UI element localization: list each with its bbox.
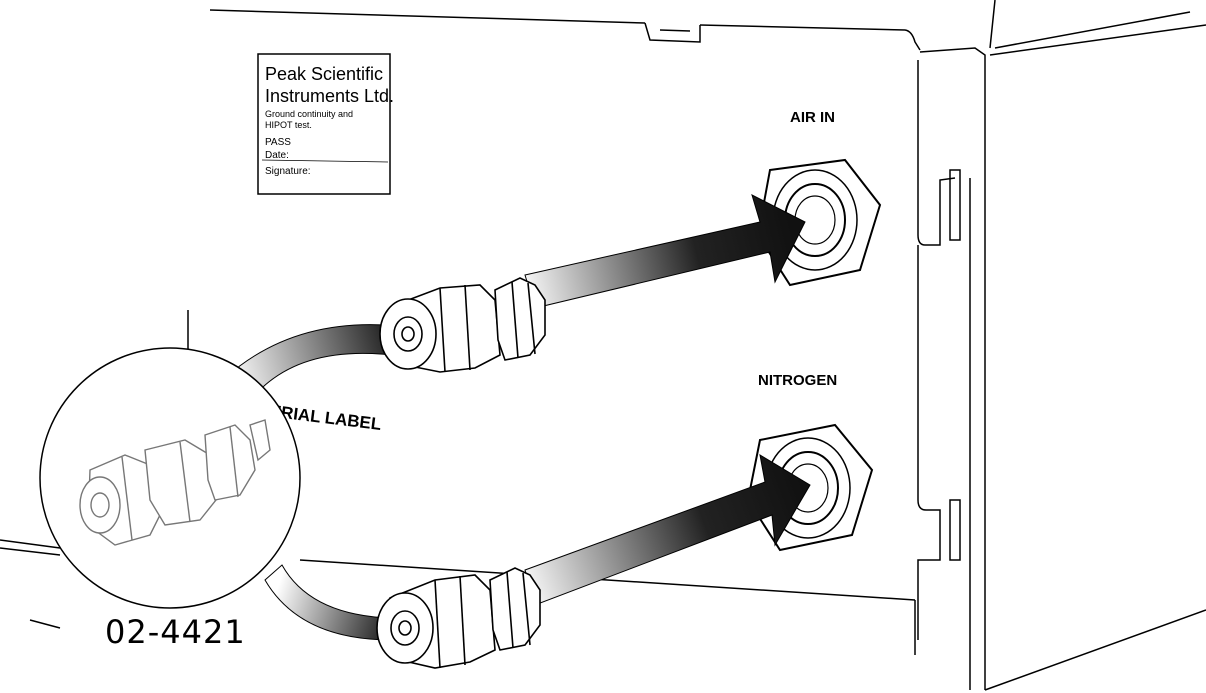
curved-arrow-bottom	[264, 564, 393, 641]
label-result: PASS	[265, 137, 291, 148]
arrow-to-air-in	[524, 194, 806, 309]
part-number: 02-4421	[105, 613, 246, 651]
air-fitting-icon	[379, 277, 546, 373]
label-signature: Signature:	[265, 166, 311, 177]
air-in-label: AIR IN	[790, 109, 835, 126]
label-company-line1: Peak Scientific	[265, 64, 383, 84]
label-test-line2: HIPOT test.	[265, 120, 312, 130]
fitting-detail-inset	[39, 347, 301, 609]
label-date: Date:	[265, 150, 289, 161]
label-company-line2: Instruments Ltd.	[265, 86, 394, 106]
label-test-line1: Ground continuity and	[265, 109, 353, 119]
arrow-to-nitrogen	[524, 454, 811, 606]
test-label: Peak Scientific Instruments Ltd. Ground …	[257, 53, 394, 195]
nitrogen-fitting-icon	[376, 567, 541, 669]
nitrogen-label: NITROGEN	[758, 372, 837, 389]
